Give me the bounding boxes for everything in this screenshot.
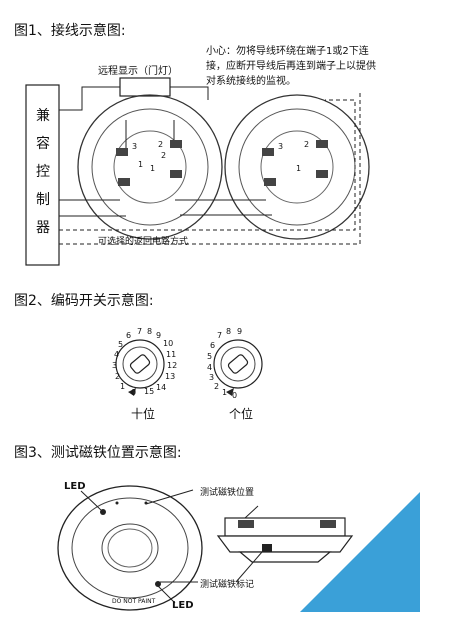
terminal-label: 2 xyxy=(161,151,167,160)
remote-display-label: 远程显示（门灯） xyxy=(98,66,178,77)
remote-display-box xyxy=(119,77,171,97)
tens-dial xyxy=(115,339,165,389)
controller-char: 容 xyxy=(36,136,50,152)
do-not-paint-label: DO NOT PAINT xyxy=(112,598,156,605)
terminal-block xyxy=(316,140,328,148)
controller-char: 器 xyxy=(36,220,50,236)
terminal-block xyxy=(118,178,130,186)
ones-label: 个位 xyxy=(229,407,254,421)
dial-digit: 2 xyxy=(214,382,220,391)
dial-digit: 14 xyxy=(156,383,167,392)
detector-top-outer xyxy=(57,485,203,611)
ones-dial xyxy=(213,339,263,389)
dial-digit: 7 xyxy=(137,327,143,336)
detector-base-2-outer xyxy=(224,94,370,240)
led-label-top: LED xyxy=(64,481,86,492)
dial-digit: 9 xyxy=(156,331,162,340)
terminal-label: 1 xyxy=(150,164,156,173)
wire xyxy=(59,100,83,111)
return-circuit-line xyxy=(59,99,356,231)
controller-char: 制 xyxy=(36,192,50,208)
accent-triangle xyxy=(300,492,420,612)
dial-digit: 7 xyxy=(217,331,223,340)
dial-digit: 5 xyxy=(207,352,213,361)
dial-digit: 9 xyxy=(237,327,243,336)
dial-digit: 12 xyxy=(167,361,178,370)
dial-digit: 1 xyxy=(222,388,228,397)
terminal-label: 2 xyxy=(158,140,164,149)
detector-base-1-outer xyxy=(77,94,223,240)
dial-digit: 5 xyxy=(118,340,124,349)
detector-base-1-hub xyxy=(113,130,187,204)
terminal-label: 1 xyxy=(138,160,144,169)
led-label-bottom: LED xyxy=(172,600,194,611)
dial-digit: 13 xyxy=(165,372,176,381)
fig3-title: 图3、测试磁铁位置示意图: xyxy=(14,445,182,461)
dial-digit: 8 xyxy=(147,327,153,336)
dial-digit: 0 xyxy=(232,391,238,400)
terminal-block xyxy=(316,170,328,178)
magnet-position-label: 测试磁铁位置 xyxy=(200,488,255,498)
terminal-block xyxy=(262,148,274,156)
caution-note: 小心：勿将导线环绕在端子1或2下连接，应断开导线后再连到端子上以提供对系统接线的… xyxy=(206,46,376,87)
dial-digit: 0 xyxy=(131,388,137,397)
dial-digit: 4 xyxy=(207,363,213,372)
controller-box xyxy=(25,84,60,266)
terminal-label: 2 xyxy=(304,140,310,149)
detector-base-1-inner xyxy=(91,108,209,226)
terminal-label: 3 xyxy=(132,142,138,151)
dial-digit: 2 xyxy=(115,372,121,381)
dial-digit: 10 xyxy=(163,339,174,348)
tens-label: 十位 xyxy=(131,407,156,421)
dial-digit: 3 xyxy=(209,373,215,382)
led-indicator xyxy=(155,581,161,587)
dial-digit: 4 xyxy=(114,350,120,359)
dial-digit: 1 xyxy=(120,382,126,391)
controller-label: 兼 容 控 制 器 xyxy=(32,102,54,242)
magnet-mark-label: 测试磁铁标记 xyxy=(200,580,255,590)
terminal-block xyxy=(170,140,182,148)
dial-digit: 6 xyxy=(210,341,216,350)
controller-char: 兼 xyxy=(36,108,50,124)
terminal-label: 1 xyxy=(296,164,302,173)
dial-digit: 8 xyxy=(226,327,232,336)
detector-base-2-hub xyxy=(260,130,334,204)
return-circuit-label: 可选择的返回电路方式 xyxy=(98,237,189,247)
wire xyxy=(170,86,209,100)
wire xyxy=(81,86,120,100)
fig1-title: 图1、接线示意图: xyxy=(14,23,126,39)
terminal-block xyxy=(116,148,128,156)
dial-digit: 11 xyxy=(166,350,177,359)
fig2-title: 图2、编码开关示意图: xyxy=(14,293,154,309)
terminal-block xyxy=(264,178,276,186)
dial-digit: 15 xyxy=(144,387,155,396)
dial-digit: 6 xyxy=(126,331,132,340)
controller-char: 控 xyxy=(36,164,50,180)
dial-digit: 3 xyxy=(112,361,118,370)
magnet-mark-side xyxy=(262,544,272,552)
terminal-label: 3 xyxy=(278,142,284,151)
terminal-block xyxy=(170,170,182,178)
return-circuit-line xyxy=(59,92,361,245)
